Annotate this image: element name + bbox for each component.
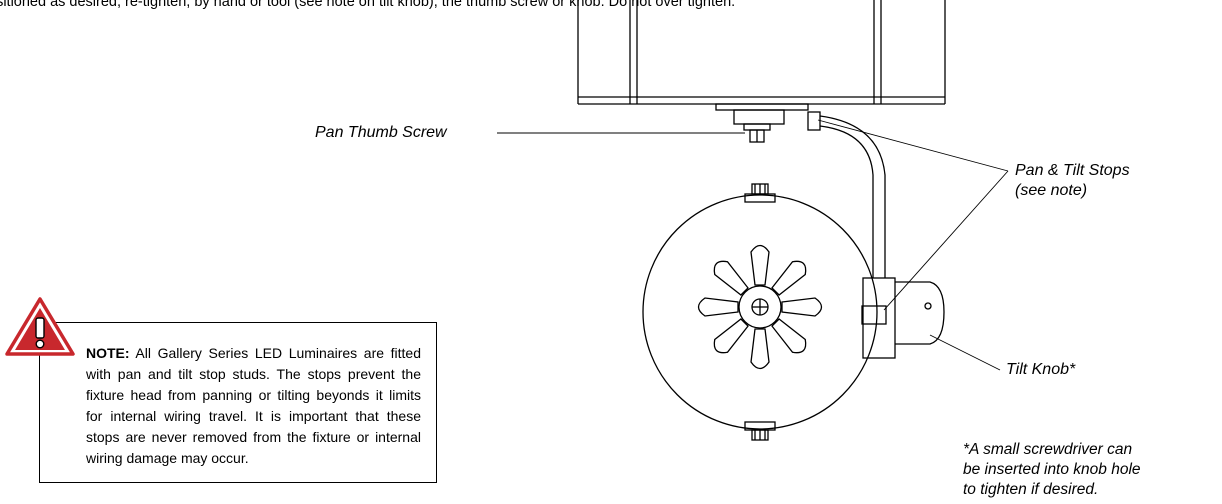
footnote-line2: be inserted into knob hole [963, 461, 1141, 478]
tilt-knob-label: Tilt Knob* [1006, 361, 1076, 378]
warning-triangle-icon [5, 297, 75, 356]
note-heading: NOTE: [86, 345, 130, 361]
pan-tilt-stops-label: Pan & Tilt Stops (see note) [1015, 161, 1130, 201]
note-text: NOTE: All Gallery Series LED Luminaires … [86, 343, 421, 469]
footnote: *A small screwdriver can be inserted int… [963, 440, 1141, 500]
fixture-head [642, 183, 878, 441]
note-box [39, 322, 437, 483]
intro-text: ositioned as desired, re-tighten, by han… [0, 0, 736, 10]
pan-tilt-stops-line2: (see note) [1015, 182, 1088, 199]
leader-lines [497, 119, 1009, 371]
note-body: All Gallery Series LED Luminaires are fi… [86, 345, 421, 466]
footnote-line1: *A small screwdriver can [963, 441, 1133, 458]
pan-thumb-screw-label: Pan Thumb Screw [315, 124, 447, 141]
pan-tilt-stops-line1: Pan & Tilt Stops [1015, 162, 1130, 179]
fixture-housing [577, 0, 946, 143]
yoke-arm [807, 111, 945, 359]
footnote-line3: to tighten if desired. [963, 481, 1099, 498]
